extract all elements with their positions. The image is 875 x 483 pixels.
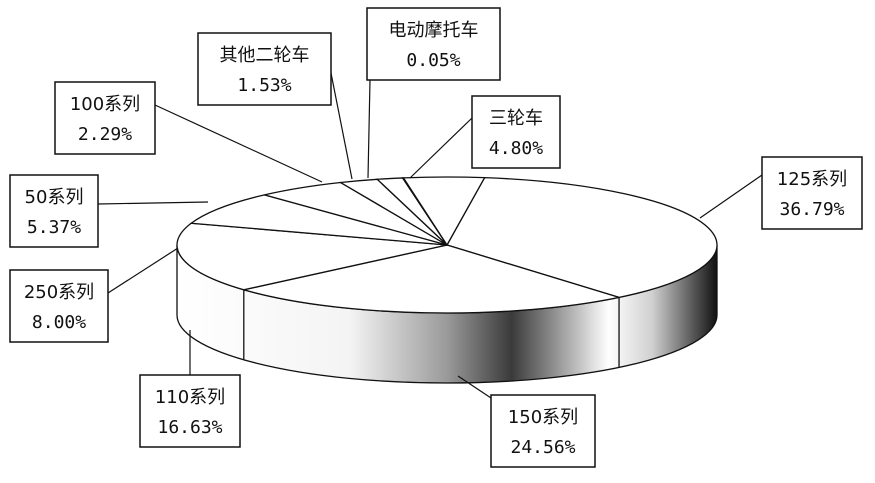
label-layer: 125系列 36.79% 150系列 24.56% 110系列 16.63% 250系列 8.… [9,7,863,468]
label-box [54,81,156,155]
label-box [9,269,109,343]
label-box [197,32,332,106]
slice-label-name: 其他二轮车 [220,45,310,66]
leader-line [457,375,492,399]
leader-line [97,201,209,205]
slice-label-name: 110系列 [155,387,225,408]
label-box [139,374,241,448]
leader-line [107,247,179,294]
leader-line [329,67,353,180]
slice-label-name: 电动摩托车 [389,20,479,41]
slice-label-name: 250系列 [24,282,94,303]
pie-slice [402,176,486,247]
slice-label-value: 1.53% [237,75,291,96]
slice-label-name: 150系列 [508,407,578,428]
pie-slice [189,194,448,246]
leader-line [699,174,763,219]
slice-label-value: 36.79% [779,199,844,220]
slice-label-value: 0.05% [406,50,460,71]
pie-slice [243,244,620,314]
label-box [490,394,596,468]
slice-label-value: 24.56% [510,437,575,458]
slice-label-value: 8.00% [32,312,86,333]
pie-top-layer [176,176,718,314]
slice-label-value: 16.63% [157,417,222,438]
slice-label-value: 5.37% [27,217,81,238]
leader-line [154,104,323,183]
leader-line [409,117,473,179]
slice-label-value: 4.80% [489,138,543,159]
leader-line [367,79,371,179]
label-box [366,7,501,81]
slice-label-value: 2.29% [78,124,132,145]
slice-label-name: 100系列 [70,94,140,115]
pie-slice [446,176,718,299]
slice-label-name: 三轮车 [489,108,543,129]
label-box [761,156,863,230]
slice-label-name: 50系列 [25,187,84,208]
label-box [471,95,561,169]
label-box [9,174,99,248]
slice-label-name: 125系列 [777,169,847,190]
